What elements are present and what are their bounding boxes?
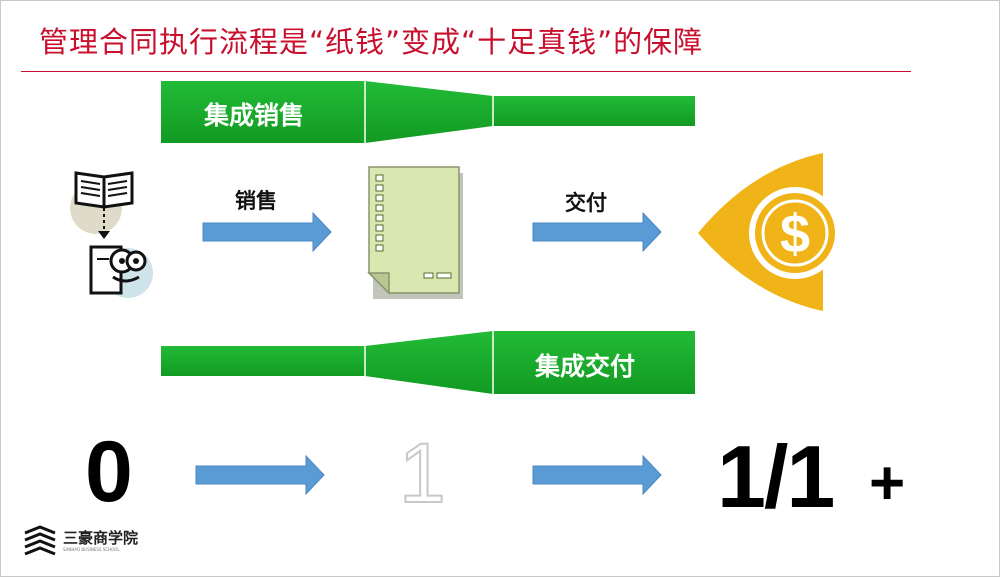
open-book-icon <box>70 171 134 239</box>
logo-mark-icon <box>24 525 56 556</box>
reading-person-icon <box>89 245 153 298</box>
logo-name: 三豪商学院 <box>63 529 139 547</box>
slide-title: 管理合同执行流程是“纸钱”变成“十足真钱”的保障 <box>39 25 704 59</box>
sales-step-label: 销售 <box>235 189 277 213</box>
top-funnel-band <box>161 81 695 143</box>
arrow-one-to-full <box>532 454 662 496</box>
logo-subtitle: SANHAO BUSINESS SCHOOL <box>63 547 120 552</box>
delivery-step-label: 交付 <box>565 191 607 215</box>
arrow-delivery <box>532 211 662 253</box>
arrow-zero-to-one <box>195 454 325 496</box>
svg-text:$: $ <box>780 204 810 264</box>
arrow-sales <box>202 211 332 253</box>
contract-document-icon <box>367 166 463 299</box>
dollar-coin-icon: $ <box>698 153 841 311</box>
integrated-sales-label: 集成销售 <box>204 101 305 130</box>
one-outline-value: 1 <box>398 426 447 520</box>
full-value: 1/1 <box>717 427 835 526</box>
bottom-funnel-band <box>161 331 695 394</box>
plus-sign: + <box>869 449 906 518</box>
title-divider <box>21 71 911 72</box>
zero-value: 0 <box>85 424 133 520</box>
school-logo: 三豪商学院 SANHAO BUSINESS SCHOOL <box>23 521 163 561</box>
integrated-delivery-label: 集成交付 <box>535 352 636 381</box>
